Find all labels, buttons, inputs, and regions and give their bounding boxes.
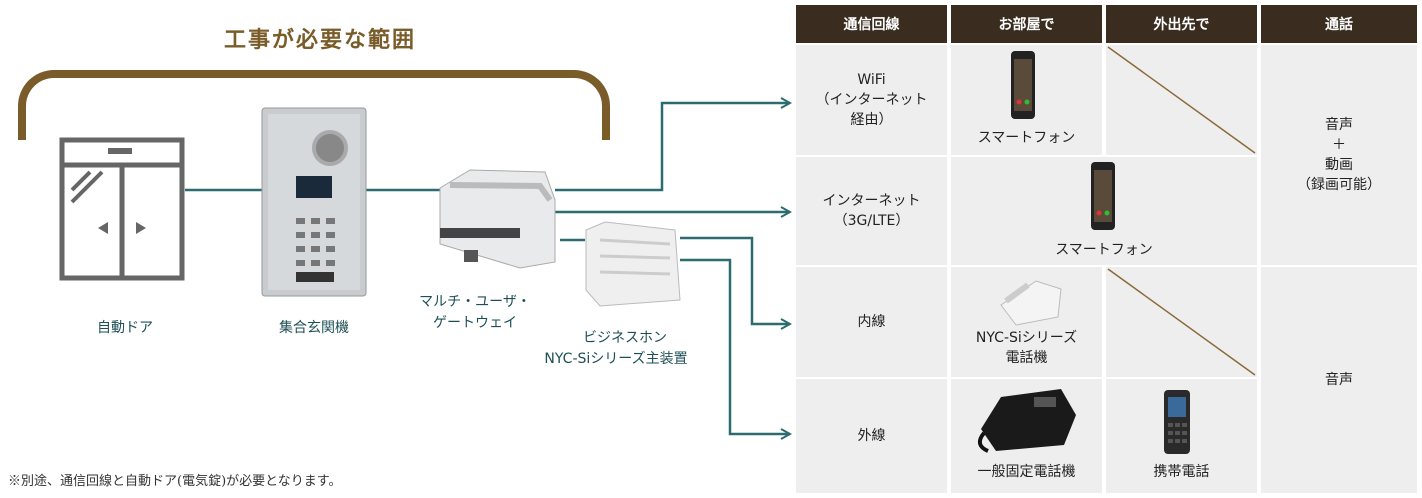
call-voice-only-text: 音声 xyxy=(1325,372,1353,388)
construction-scope-title: 工事が必要な範囲 xyxy=(223,28,416,53)
call-voice-text: 音声 xyxy=(1325,117,1353,133)
not-available-diagonal-2 xyxy=(1107,268,1256,376)
business-phone-label-line1: ビジネスホン xyxy=(583,330,667,346)
gateway-label-line1: マルチ・ユーザ・ xyxy=(419,294,531,310)
call-plus-text: ＋ xyxy=(1332,137,1346,153)
intercom-panel-image xyxy=(261,107,367,297)
call-voice-cell: 音声 xyxy=(1261,267,1417,493)
wifi-text: WiFi xyxy=(857,72,886,88)
header-room: お部屋で xyxy=(951,5,1102,43)
footnote: ※別途、通信回線と自動ドア(電気錠)が必要となります。 xyxy=(8,474,342,489)
pbx-main-unit-image xyxy=(585,221,681,307)
connection-diagram xyxy=(59,0,796,470)
smartphone-label: スマートフォン xyxy=(977,130,1076,146)
smartphone-shared-label: スマートフォン xyxy=(1055,242,1153,258)
header-outside: 外出先で xyxy=(1106,5,1257,43)
row-extension-line: 内線 xyxy=(796,267,947,377)
wifi-text-3: 経由） xyxy=(850,112,893,128)
call-record-text: （録画可能） xyxy=(1297,177,1381,193)
communication-table: 通信回線 お部屋で 外出先で 通話 WiFi （インターネット 経由） インター… xyxy=(796,5,1417,493)
auto-door-label: 自動ドア xyxy=(97,320,153,336)
row-wifi-line: WiFi （インターネット 経由） xyxy=(796,45,947,155)
not-available-diagonal xyxy=(1107,46,1256,154)
extension-text: 内線 xyxy=(857,314,886,330)
call-video-text: 動画 xyxy=(1325,157,1353,173)
gateway-label-line2: ゲートウェイ xyxy=(433,315,517,331)
row-lte-line: インターネット （3G/LTE） xyxy=(796,157,947,265)
fixed-phone-label: 一般固定電話機 xyxy=(977,464,1076,480)
external-arrow xyxy=(680,258,790,434)
row-extension-outside xyxy=(1106,267,1257,377)
lte-text-2: （3G/LTE） xyxy=(833,213,910,229)
external-text: 外線 xyxy=(857,428,886,444)
mobile-phone-label: 携帯電話 xyxy=(1153,464,1210,480)
row-external-line: 外線 xyxy=(796,379,947,493)
intercom-label: 集合玄関機 xyxy=(279,320,349,336)
gateway-device-image xyxy=(439,169,556,269)
office-phone-label-line2: 電話機 xyxy=(1005,350,1048,366)
wifi-text-2: （インターネット xyxy=(815,92,928,108)
call-video-cell: 音声 ＋ 動画 （録画可能） xyxy=(1261,45,1417,265)
auto-door-icon xyxy=(59,137,185,281)
row-wifi-outside xyxy=(1106,45,1257,155)
lte-text: インターネット xyxy=(822,193,921,209)
header-line: 通信回線 xyxy=(796,5,947,43)
wifi-arrow xyxy=(555,103,790,192)
business-phone-label-line2: NYC-Siシリーズ主装置 xyxy=(544,351,688,367)
extension-arrow xyxy=(680,236,790,324)
construction-scope-bracket xyxy=(18,70,610,140)
office-phone-label-line1: NYC-Siシリーズ xyxy=(975,330,1078,346)
header-call: 通話 xyxy=(1261,5,1417,43)
